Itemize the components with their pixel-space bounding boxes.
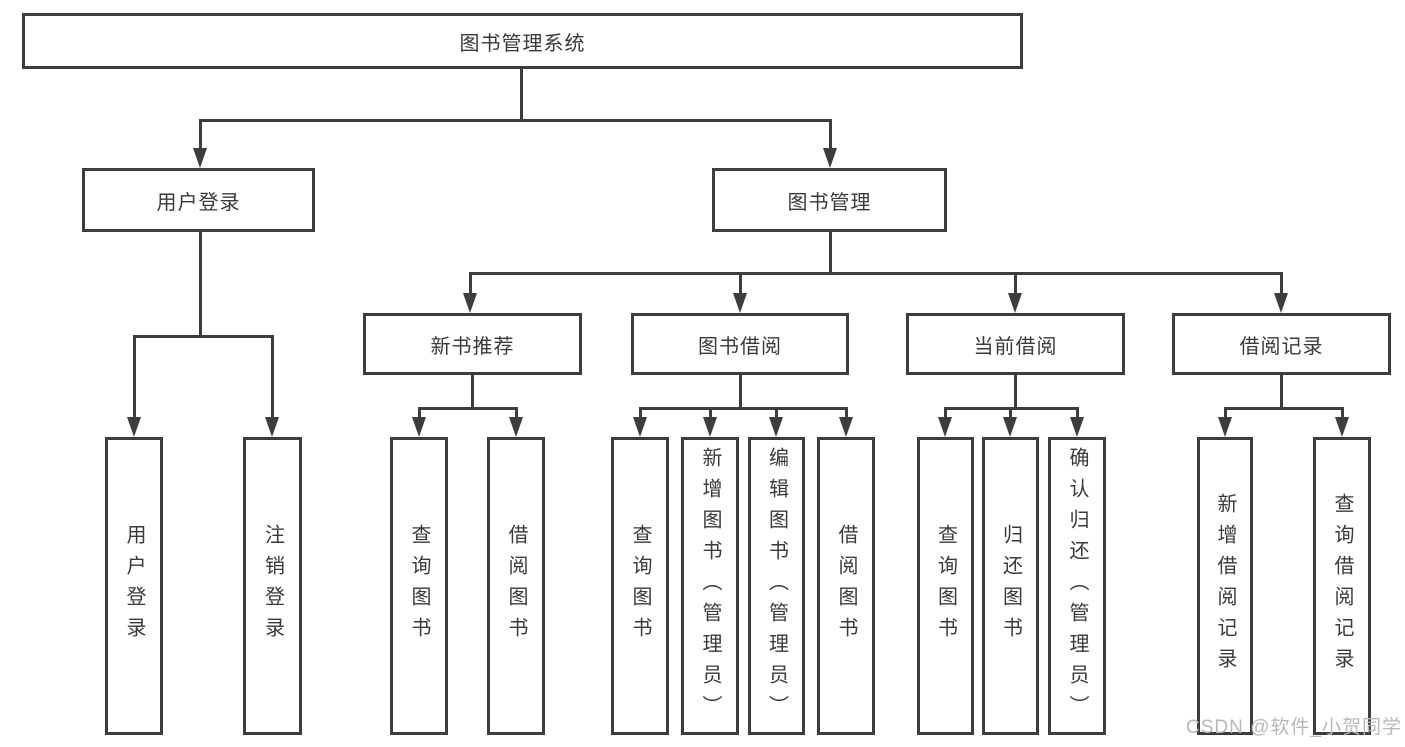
node-borrowing-records: 借阅记录 — [1172, 313, 1391, 375]
leaf-logout: 注销登录 — [243, 437, 302, 735]
connector-line — [775, 407, 778, 419]
node-user-login: 用户登录 — [82, 168, 315, 232]
leaf-label: 查询借阅记录 — [1331, 493, 1353, 679]
arrowhead-down-icon — [509, 417, 523, 437]
connector-line — [739, 375, 742, 410]
arrowhead-down-icon — [265, 417, 279, 437]
connector-line — [1280, 375, 1283, 410]
arrowhead-down-icon — [823, 148, 837, 168]
leaf-borrow-books-recommend: 借阅图书 — [487, 437, 545, 735]
connector-line — [1014, 272, 1017, 295]
connector-line — [1014, 375, 1017, 410]
connector-line — [515, 407, 518, 419]
leaf-label: 编辑图书（管理员） — [765, 446, 788, 726]
leaf-add-book-admin: 新增图书（管理员） — [681, 437, 739, 735]
leaf-query-books-current: 查询图书 — [917, 437, 974, 735]
leaf-confirm-return-admin: 确认归还（管理员） — [1048, 437, 1106, 735]
connector-line — [471, 375, 474, 410]
leaf-add-borrow-record: 新增借阅记录 — [1197, 437, 1253, 735]
connector-line — [739, 272, 742, 295]
arrowhead-down-icon — [703, 417, 717, 437]
connector-line — [1341, 407, 1344, 419]
leaf-label: 新增图书（管理员） — [699, 446, 721, 726]
leaf-label: 查询图书 — [934, 524, 957, 648]
leaf-query-books-borrow: 查询图书 — [611, 437, 669, 735]
connector-line — [944, 407, 947, 419]
connector-line — [199, 232, 202, 338]
arrowhead-down-icon — [733, 293, 747, 313]
connector-line — [133, 335, 136, 419]
node-label: 新书推荐 — [430, 335, 515, 358]
arrowhead-down-icon — [1070, 417, 1084, 437]
leaf-label: 新增借阅记录 — [1214, 493, 1236, 679]
connector-line — [1224, 407, 1344, 410]
node-new-book-recommendation: 新书推荐 — [363, 313, 582, 375]
connector-line — [418, 407, 518, 410]
connector-line — [639, 407, 642, 419]
node-book-management: 图书管理 — [712, 168, 947, 232]
connector-line — [845, 407, 848, 419]
connector-line — [709, 407, 712, 419]
arrowhead-down-icon — [839, 417, 853, 437]
connector-line — [469, 272, 472, 295]
node-label: 借阅记录 — [1239, 335, 1324, 358]
leaf-query-books-recommend: 查询图书 — [390, 437, 448, 735]
arrowhead-down-icon — [1218, 417, 1232, 437]
arrowhead-down-icon — [1335, 417, 1349, 437]
arrowhead-down-icon — [938, 417, 952, 437]
leaf-label: 归还图书 — [999, 524, 1022, 648]
connector-line — [271, 335, 274, 419]
arrowhead-down-icon — [1003, 417, 1017, 437]
node-label: 图书借阅 — [698, 335, 782, 358]
connector-line — [1076, 407, 1079, 419]
node-library-management-system: 图书管理系统 — [22, 13, 1023, 69]
connector-line — [829, 119, 832, 150]
leaf-borrow-books: 借阅图书 — [817, 437, 875, 735]
leaf-label: 注销登录 — [261, 524, 284, 648]
leaf-query-borrow-record: 查询借阅记录 — [1313, 437, 1371, 735]
connector-line — [133, 335, 274, 338]
connector-line — [639, 407, 848, 410]
arrowhead-down-icon — [769, 417, 783, 437]
node-label: 图书管理 — [787, 191, 872, 214]
arrowhead-down-icon — [1274, 293, 1288, 313]
arrowhead-down-icon — [127, 417, 141, 437]
node-current-borrowing: 当前借阅 — [906, 313, 1125, 375]
connector-line — [469, 272, 1283, 275]
leaf-label: 确认归还（管理员） — [1066, 446, 1088, 726]
leaf-edit-book-admin: 编辑图书（管理员） — [748, 437, 805, 735]
arrowhead-down-icon — [633, 417, 647, 437]
arrowhead-down-icon — [463, 293, 477, 313]
leaf-user-login: 用户登录 — [105, 437, 163, 735]
leaf-label: 用户登录 — [123, 524, 145, 648]
connector-line — [1224, 407, 1227, 419]
connector-line — [199, 119, 832, 122]
arrowhead-down-icon — [412, 417, 426, 437]
leaf-label: 借阅图书 — [835, 524, 857, 648]
connector-line — [418, 407, 421, 419]
node-label: 当前借阅 — [973, 335, 1058, 358]
node-label: 用户登录 — [156, 191, 241, 214]
node-book-borrowing: 图书借阅 — [631, 313, 849, 375]
leaf-return-book: 归还图书 — [982, 437, 1039, 735]
leaf-label: 借阅图书 — [505, 524, 527, 648]
arrowhead-down-icon — [193, 148, 207, 168]
connector-line — [1009, 407, 1012, 419]
arrowhead-down-icon — [1008, 293, 1022, 313]
leaf-label: 查询图书 — [408, 524, 430, 648]
connector-line — [199, 119, 202, 150]
connector-line — [520, 69, 523, 122]
leaf-label: 查询图书 — [629, 524, 651, 648]
connector-line — [1280, 272, 1283, 295]
node-label: 图书管理系统 — [459, 32, 586, 55]
csdn-watermark: CSDN @软件_小贺同学 — [1186, 717, 1402, 738]
connector-line — [829, 232, 832, 275]
